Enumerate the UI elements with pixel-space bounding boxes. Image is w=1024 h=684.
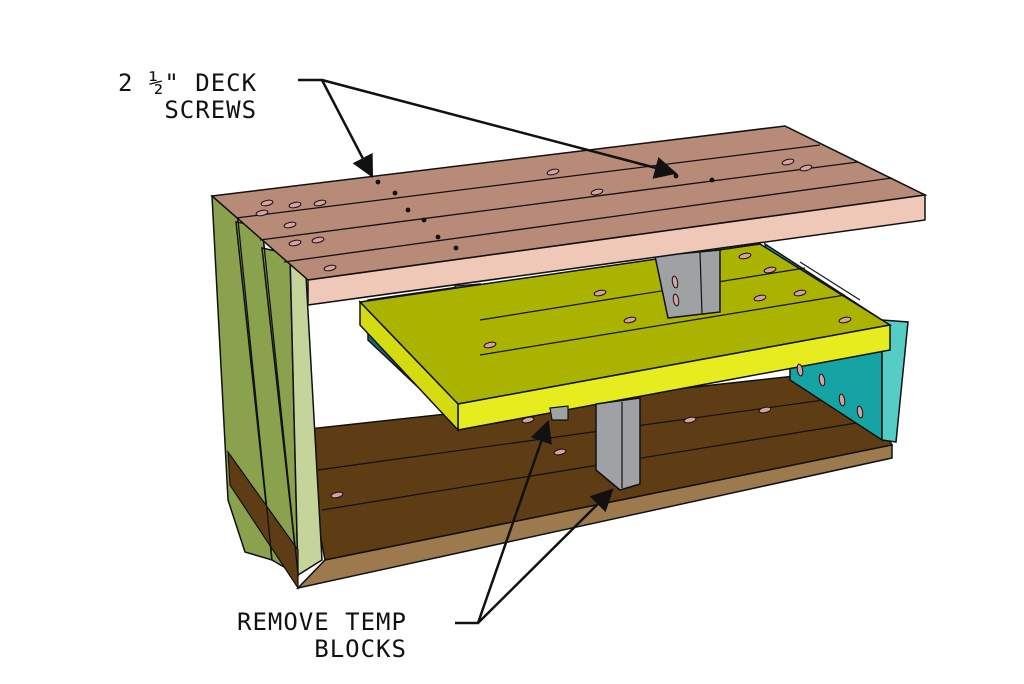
deck-screws-callout-line2: SCREWS: [164, 96, 258, 124]
pocket-hole: [781, 158, 795, 166]
pocket-hole: [838, 393, 846, 407]
pocket-hole: [546, 168, 560, 176]
pocket-hole: [753, 294, 767, 302]
temp-block-lower: [595, 397, 641, 491]
top-board-seam: [235, 144, 821, 219]
middle-shelf-left-edge: [359, 300, 459, 432]
temp-block-hidden: [549, 405, 569, 421]
deck-screws: [375, 173, 715, 251]
pocket-hole: [856, 405, 864, 419]
pocket-hole: [623, 316, 637, 324]
pocket-hole: [758, 406, 772, 414]
pocket-hole: [313, 199, 327, 207]
pocket-hole: [483, 341, 497, 349]
pocket-hole: [553, 448, 567, 456]
pocket-hole: [818, 373, 826, 387]
pocket-hole: [838, 316, 852, 324]
deck-screws-callout: 2 ½" DECK SCREWS: [118, 70, 257, 124]
pocket-hole: [283, 221, 297, 229]
pocket-hole: [799, 164, 813, 172]
pocket-hole: [683, 416, 697, 424]
temp-block-upper-edge: [699, 251, 703, 315]
temp-block-upper: [654, 249, 721, 319]
blocks-leader-b: [477, 488, 614, 624]
deck-screw: [673, 173, 679, 179]
side-board-seam: [261, 225, 299, 576]
top-board-seam: [259, 161, 859, 241]
pocket-hole: [255, 209, 269, 217]
deck-screws-callout-line1: 2 ½" DECK: [118, 69, 258, 97]
pocket-hole: [738, 252, 752, 260]
side-board-seam: [235, 199, 273, 561]
left-side-panel: [211, 195, 323, 590]
pocket-hole: [330, 491, 344, 499]
temp-blocks: [549, 249, 721, 491]
temp-blocks-callout-line1: REMOVE TEMP: [237, 608, 407, 636]
middle-shelf-seam: [479, 294, 846, 356]
deck-screw: [453, 245, 459, 251]
deck-screw: [375, 179, 381, 185]
pocket-hole: [311, 236, 325, 244]
top-board: [210, 125, 928, 306]
pocket-hole: [796, 363, 804, 377]
deck-screw: [392, 190, 398, 196]
middle-shelf-seam: [479, 267, 806, 321]
pocket-hole: [763, 266, 777, 274]
pocket-hole: [793, 289, 807, 297]
bottom-board-front-edge: [295, 444, 893, 590]
pocket-hole: [323, 264, 337, 272]
pocket-hole: [288, 201, 302, 209]
pocket-hole: [671, 275, 679, 289]
screws-leader-a: [298, 78, 374, 178]
pocket-hole: [288, 239, 302, 247]
pocket-hole: [593, 289, 607, 297]
top-board-seam: [283, 177, 893, 263]
top-board-front-edge: [307, 194, 926, 306]
temp-blocks-callout: REMOVE TEMP BLOCKS: [237, 609, 407, 663]
deck-screw: [709, 177, 715, 183]
right-panel-seam: [799, 261, 861, 301]
deck-screw: [421, 217, 427, 223]
middle-shelf: [358, 243, 893, 432]
pocket-hole: [590, 188, 604, 196]
pocket-hole: [672, 293, 680, 307]
side-board-foot: [227, 449, 299, 590]
deck-screw: [405, 207, 411, 213]
pocket-hole: [260, 199, 274, 207]
leader-lines: [298, 78, 678, 625]
deck-screw: [435, 234, 441, 240]
temp-blocks-callout-line2: BLOCKS: [314, 635, 407, 663]
screws-leader-b: [321, 78, 678, 179]
